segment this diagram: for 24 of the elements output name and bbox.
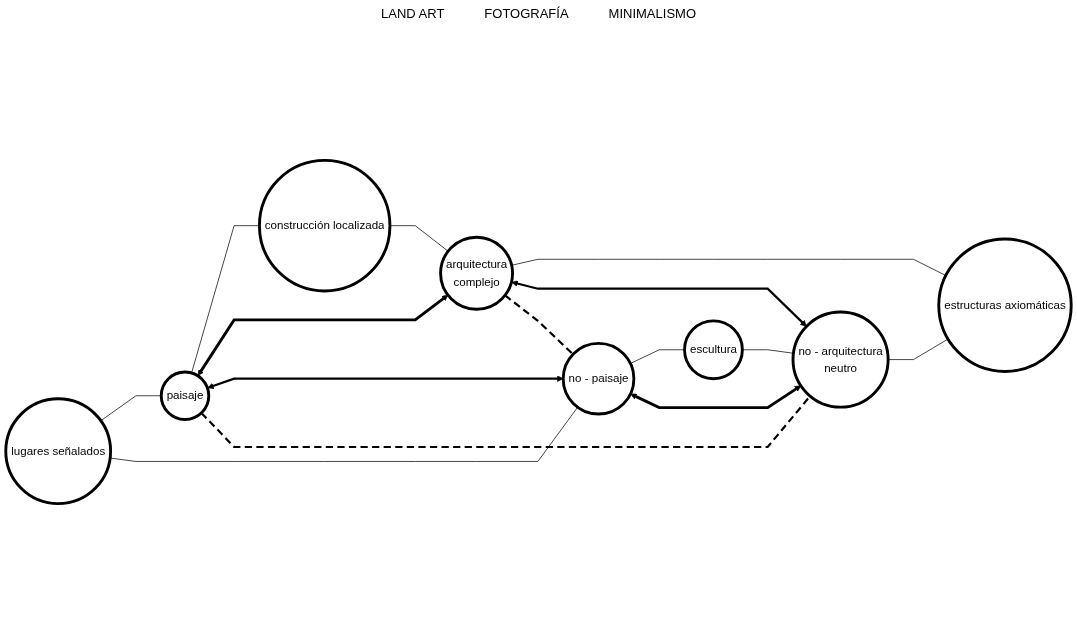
node-circle: paisaje [159,370,211,421]
connector [200,395,811,449]
node-circle: escultura [683,319,744,381]
connector [742,349,794,354]
arrow [511,280,807,327]
connector [630,349,685,364]
connector [389,225,449,252]
node-circle: no - arquitectura neutro [791,310,890,409]
arrow [630,385,802,410]
connector [191,225,260,374]
arrow [197,294,449,376]
connector [511,258,947,276]
connector [887,338,949,360]
node-circle: arquitectura complejo [439,235,514,311]
node-circle: estructuras axiomáticas [937,237,1073,373]
movement-label: MINIMALISMO [608,6,696,23]
movement-label: FOTOGRAFÍA [484,6,569,23]
arrow [207,375,564,389]
node-circle: no - paisaje [561,341,636,416]
connector [100,395,162,422]
connector [504,294,574,356]
movement-label: LAND ART [381,6,445,23]
node-circle: lugares señalados [4,397,113,506]
node-circle: construcción localizada [257,158,392,293]
